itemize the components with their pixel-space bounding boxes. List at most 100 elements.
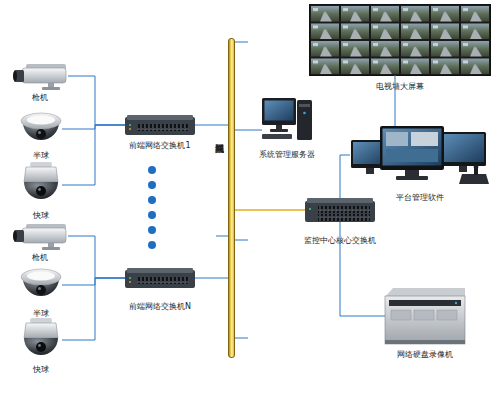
video-wall-illustration (309, 4, 491, 76)
nvr-top (385, 288, 465, 297)
dot (148, 166, 156, 174)
server-illustration (262, 98, 312, 140)
monitor-screen (265, 101, 294, 121)
continuation-dots (148, 166, 156, 249)
connector-line (62, 125, 125, 129)
node-label: 网络硬盘录像机 (397, 350, 453, 360)
node-label: 枪机 (32, 93, 48, 103)
monitor-stand (405, 170, 419, 176)
node-label: 快球 (33, 211, 49, 221)
node-label: 前端网络交换机N (129, 302, 191, 312)
node-label: 半球 (33, 309, 49, 319)
platform-illustration (351, 126, 489, 184)
switch-body (305, 201, 375, 222)
connector-line (340, 222, 385, 316)
dome-camera: 半球 (20, 110, 62, 148)
stub-line (235, 42, 248, 43)
edge-switch: 前端网络交换机1 (125, 115, 195, 135)
bullet-camera-icon (13, 64, 66, 90)
nvr-base (385, 340, 465, 344)
keyboard (262, 134, 292, 139)
dot (148, 226, 156, 234)
monitor-base (396, 176, 428, 180)
port-row (318, 214, 370, 221)
connector-line (62, 278, 125, 340)
video-wall: 电视墙大屏幕 (310, 5, 490, 75)
screen-window (411, 132, 438, 146)
joystick-knob (474, 165, 479, 170)
switch-icon (125, 268, 195, 288)
connector-line (62, 125, 125, 185)
connector-line (68, 236, 125, 278)
bullet-camera: 枪机 (12, 222, 68, 250)
dome-camera-icon (21, 269, 61, 296)
bullet-camera-icon (13, 224, 66, 250)
edge-switch: 前端网络交换机N (125, 268, 195, 288)
connector-line (340, 155, 350, 198)
dome-camera-icon (21, 113, 61, 140)
video-wall-frame (309, 4, 491, 76)
node-label: 电视墙大屏幕 (376, 82, 424, 92)
core-switch-illustration (305, 198, 375, 222)
speed-dome-icon (24, 162, 58, 199)
dot (148, 181, 156, 189)
monitor-base (270, 129, 288, 132)
drive-bay (437, 310, 457, 320)
drive-bay (299, 104, 310, 107)
status-led (309, 208, 311, 210)
stub-line (216, 236, 228, 237)
monitor-frame (440, 132, 486, 166)
dot (148, 196, 156, 204)
switch-icon (125, 115, 195, 135)
node-label: 平台管理软件 (396, 193, 444, 203)
network-video-recorder: 网络硬盘录像机 (385, 288, 465, 344)
dot (148, 241, 156, 249)
nvr-front (385, 296, 465, 344)
power-led (303, 112, 306, 115)
connector-line (195, 125, 228, 126)
node-label: 快球 (33, 365, 49, 375)
control-keyboard (459, 174, 489, 184)
nvr-illustration (385, 288, 465, 344)
connector-line (395, 75, 396, 126)
node-label: 半球 (33, 151, 49, 161)
tower-case (297, 100, 312, 140)
monitor-frame (380, 126, 444, 170)
monitor-screen (383, 129, 442, 166)
screen-window (386, 149, 438, 162)
node-label: 前端网络交换机1 (129, 141, 190, 151)
node-label: 监控中心核心交换机 (304, 236, 376, 246)
speed-dome-icon (24, 318, 58, 355)
connector-line (235, 130, 262, 131)
speed-dome-camera: 快球 (20, 162, 62, 208)
status-led (455, 302, 457, 304)
connector-line (195, 278, 228, 279)
lan-bus: 视频局域网 (228, 38, 235, 358)
core-switch: 监控中心核心交换机 (305, 198, 375, 222)
video-wall-screens (310, 5, 490, 75)
monitor-stand (366, 168, 374, 174)
connector-line (68, 76, 125, 125)
dot (148, 211, 156, 219)
stub-line (235, 338, 248, 339)
drive-bay (391, 310, 411, 320)
platform-workstation: 平台管理软件 (350, 126, 490, 184)
connector-line (235, 209, 305, 210)
management-server: 系统管理服务器 (262, 98, 312, 140)
node-label: 系统管理服务器 (259, 150, 315, 160)
dome-camera: 半球 (20, 266, 62, 306)
monitor-stand (459, 166, 467, 172)
switch-top (307, 198, 373, 203)
drive-bay (414, 310, 434, 320)
nvr-panel (389, 300, 461, 306)
monitor-screen (442, 134, 484, 162)
connector-line (62, 278, 125, 285)
node-label: 枪机 (32, 253, 48, 263)
port-row (318, 206, 370, 213)
stub-line (235, 240, 248, 241)
screen-window (386, 132, 408, 146)
speed-dome-camera: 快球 (20, 318, 62, 362)
bullet-camera: 枪机 (12, 62, 68, 90)
